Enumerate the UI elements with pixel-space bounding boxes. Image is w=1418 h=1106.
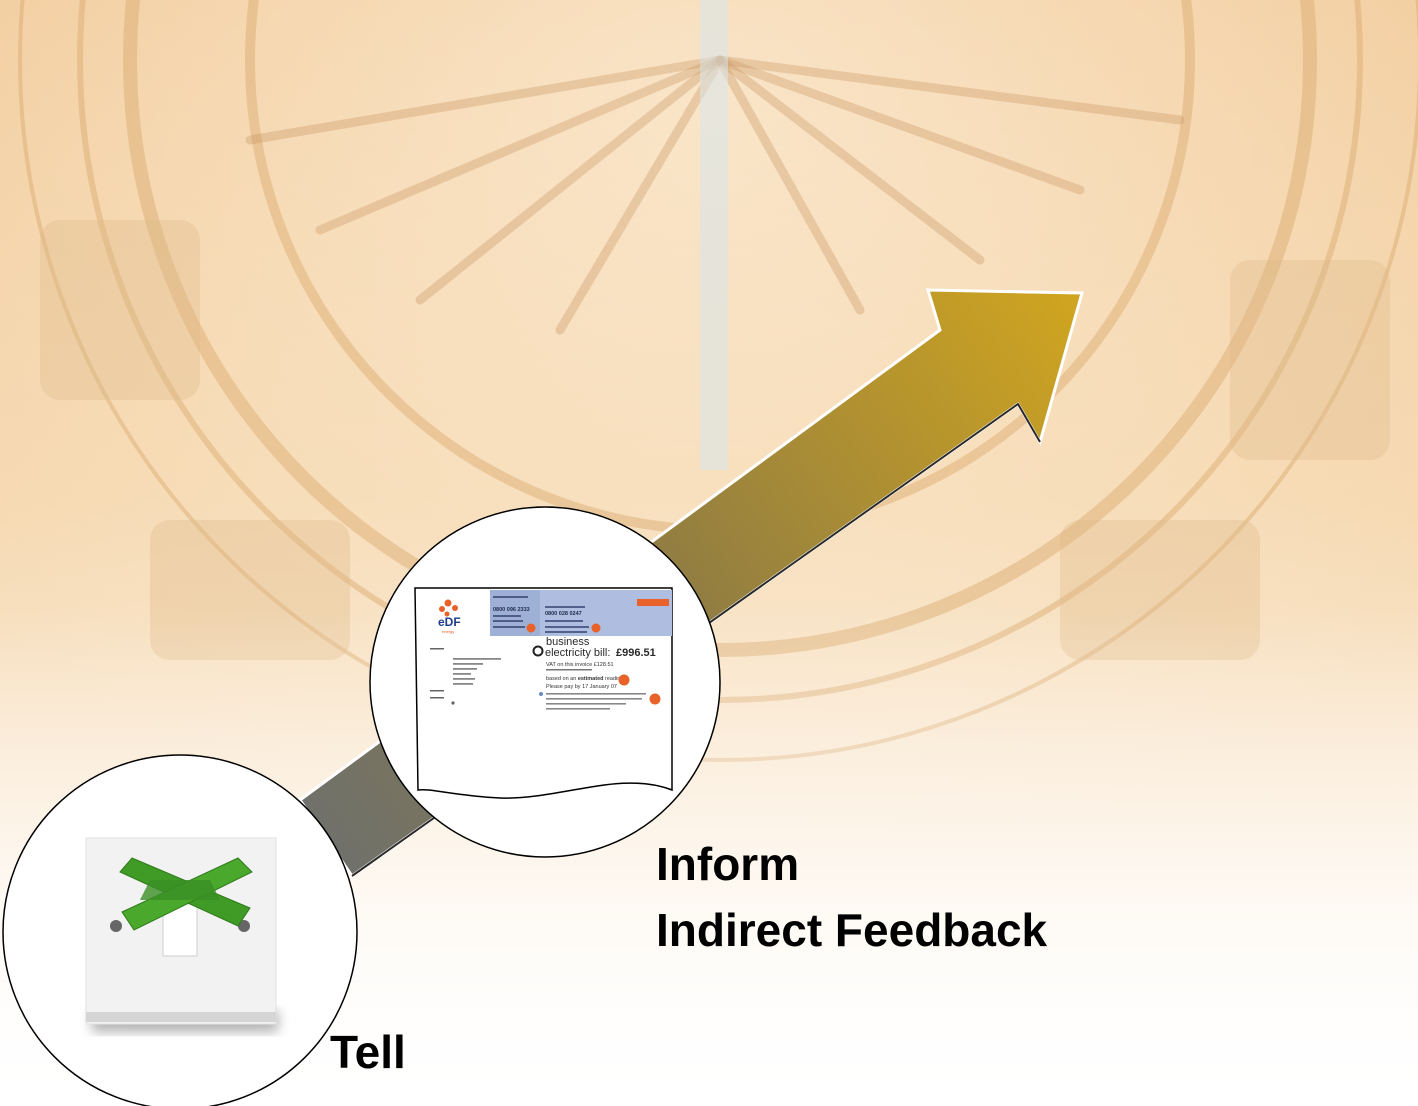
electricity-bill-icon: eDF energy 0800 096 2333 0800 028 0247	[414, 587, 673, 799]
bill-estimated-suffix: reading	[605, 676, 623, 682]
bill-pay-by: Please pay by 17 January 07	[546, 684, 617, 690]
label-indirect-feedback: Indirect Feedback	[656, 904, 1048, 956]
svg-text:based on an estimate: based on an estimated reading	[546, 676, 623, 682]
bill-title-line2: electricity bill:	[545, 647, 610, 659]
bill-circle: eDF energy 0800 096 2333 0800 028 0247	[369, 506, 721, 858]
bill-brand-sub: energy	[442, 629, 454, 634]
label-tell: Tell	[330, 1026, 406, 1078]
bill-title-line1: business	[546, 636, 590, 648]
bill-brand: eDF	[438, 615, 461, 629]
bill-estimated-prefix: based on an	[546, 676, 576, 682]
bill-phone-2: 0800 028 0247	[545, 611, 582, 617]
tell-circle	[2, 754, 358, 1106]
label-inform: Inform	[656, 838, 800, 890]
bill-vat: VAT on this invoice £128.51	[546, 662, 614, 668]
taped-light-switch-icon	[85, 837, 278, 1032]
bill-phone-1: 0800 096 2333	[493, 607, 530, 613]
bill-amount: £996.51	[616, 647, 656, 659]
bill-estimated-word: estimated	[578, 676, 604, 682]
